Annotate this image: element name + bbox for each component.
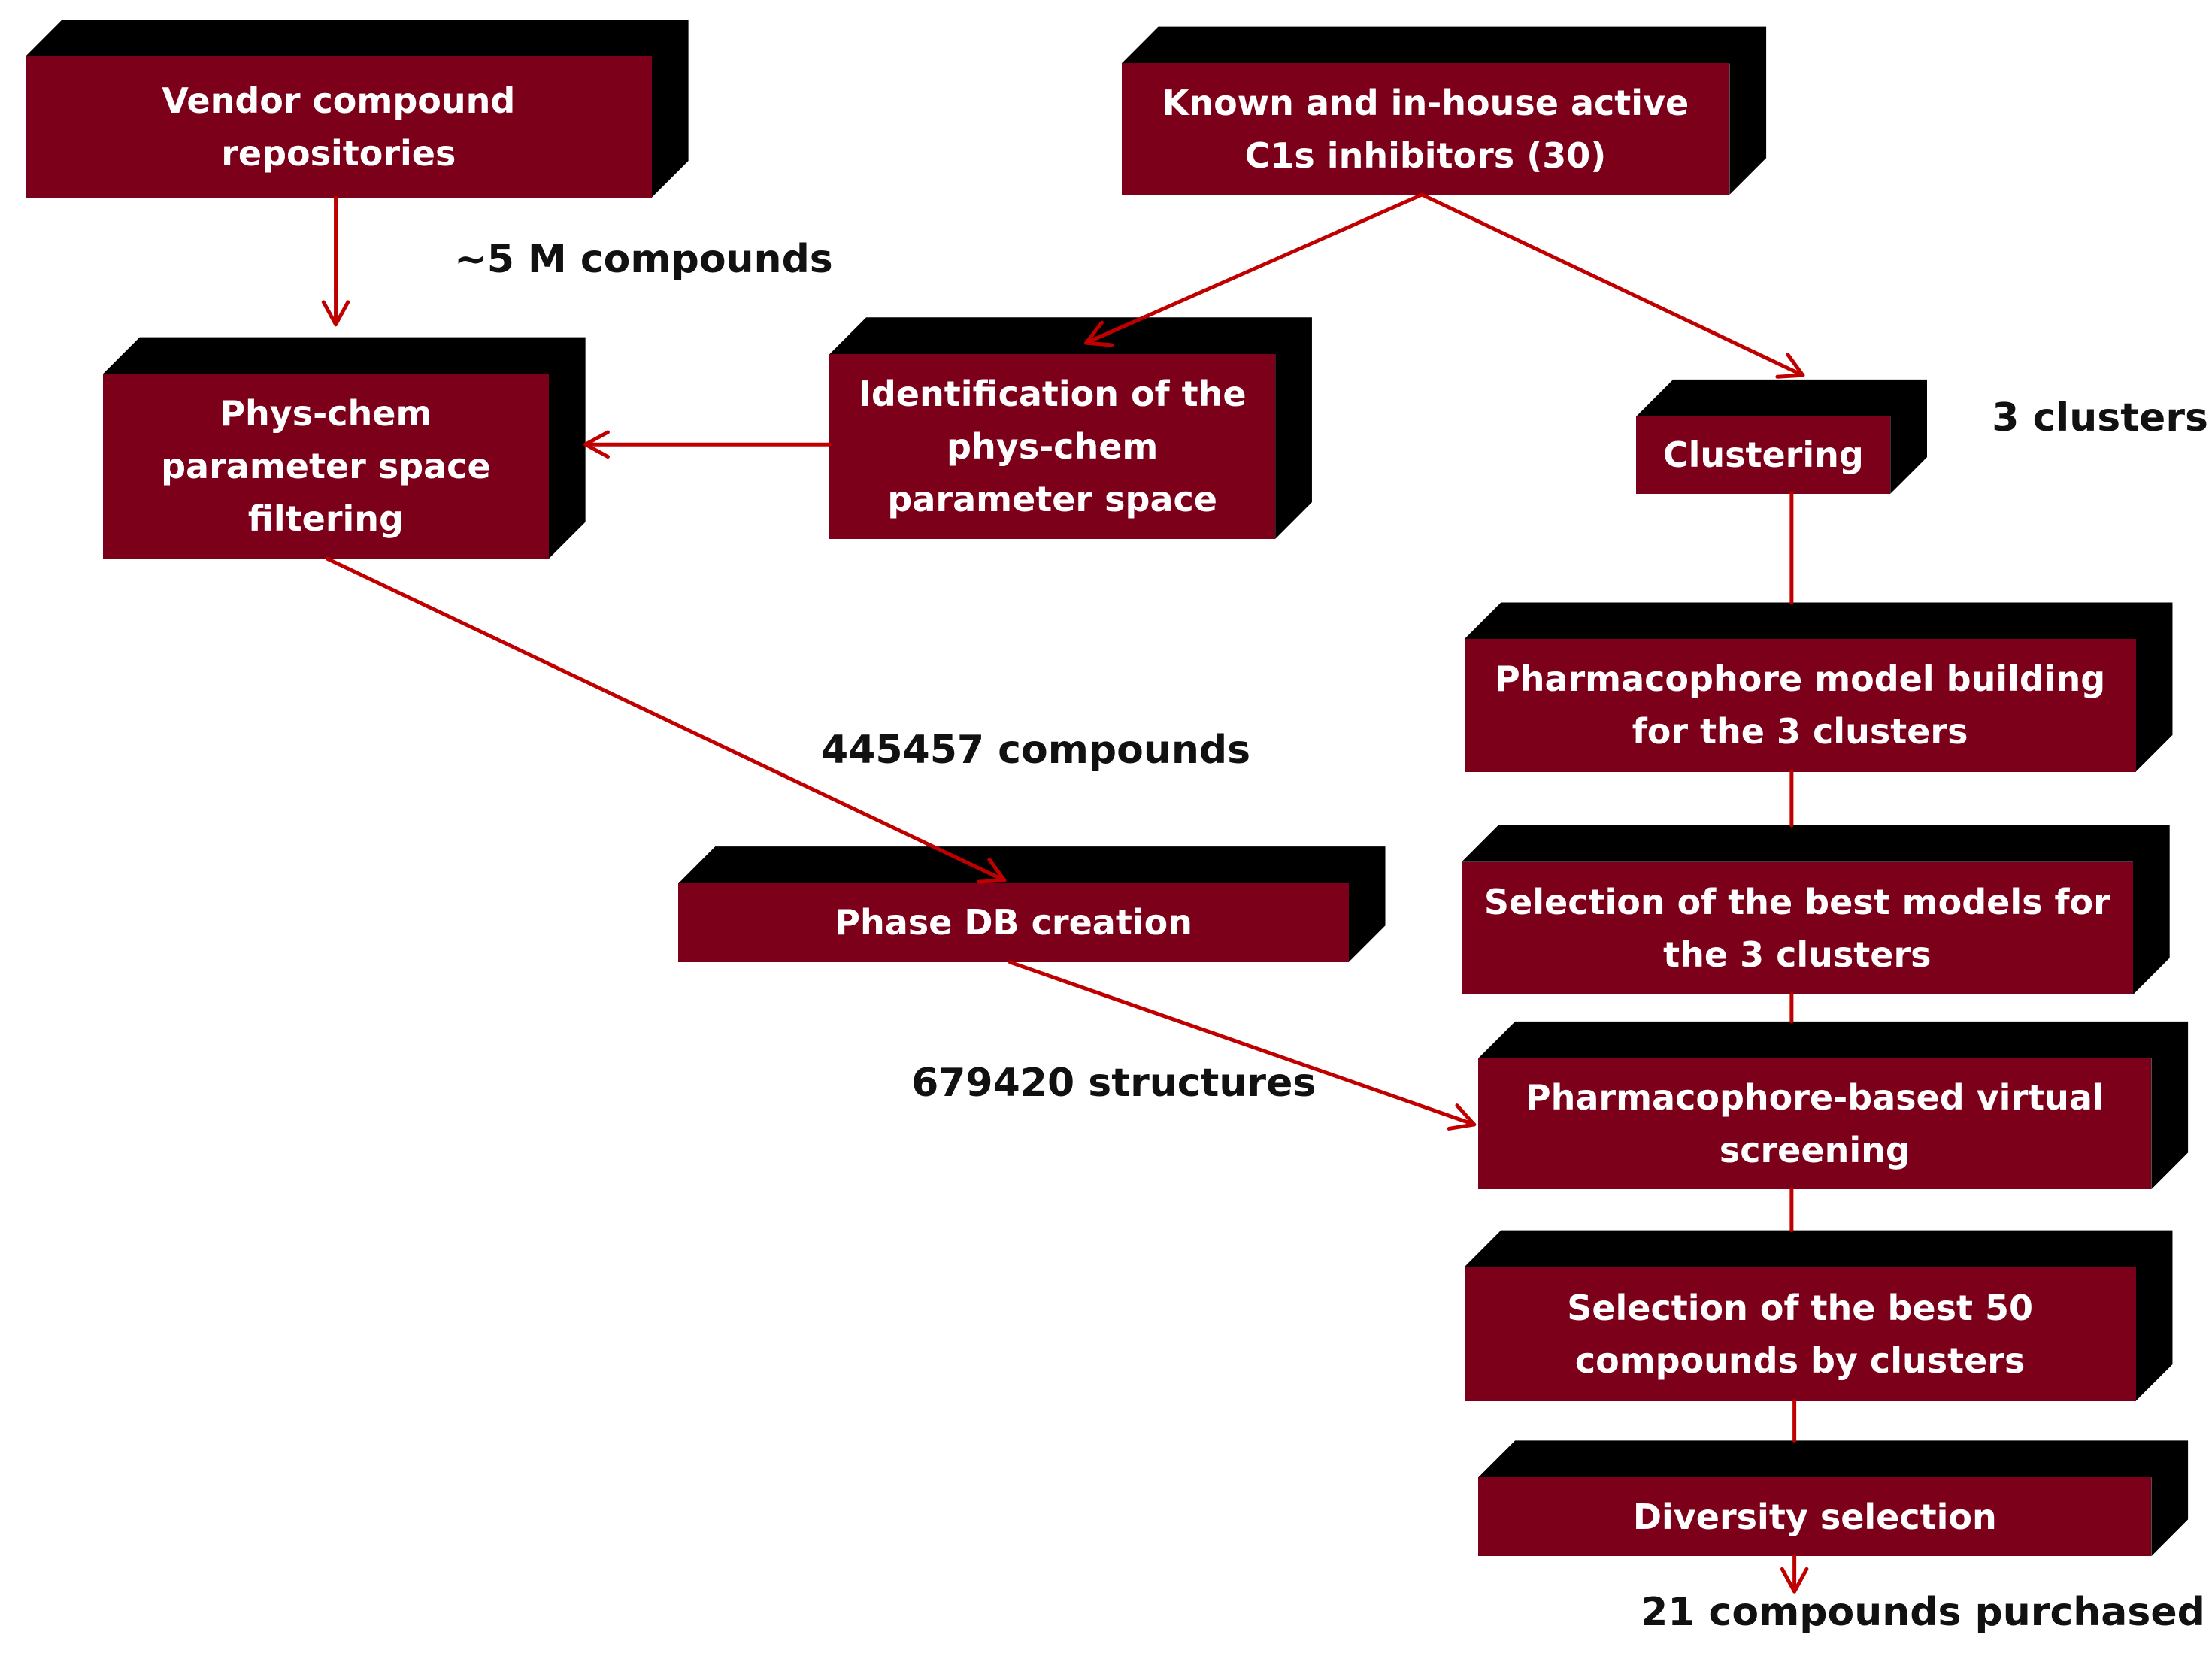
arrow-identification-to-filter (583, 430, 832, 459)
box-selection-best-models: Selection of the best models for the 3 c… (1461, 861, 2133, 995)
note-445457-compounds: 445457 compounds (820, 728, 1251, 773)
arrow-known-to-clustering (1420, 192, 1805, 379)
box-depth-phase-db (678, 846, 1386, 963)
arrow-filter-to-phase-db (325, 556, 1007, 884)
box-depth-pharma-build (1464, 602, 2173, 772)
box-depth-diversity (1478, 1440, 2189, 1557)
box-depth-known (1121, 26, 1767, 195)
box-pharmacophore-model-building: Pharmacophore model building for the 3 c… (1464, 639, 2136, 772)
box-depth-best-models (1461, 825, 2170, 995)
arrow-known-to-identification (1084, 192, 1424, 347)
arrow-diversity-to-purchased (1780, 1554, 1809, 1594)
box-phase-db-creation: Phase DB creation (678, 882, 1349, 963)
box-identification-physchem-space: Identification of the phys-chem paramete… (829, 354, 1276, 539)
arrow-phase-db-to-screening (1008, 960, 1477, 1131)
box-known-inhibitors: Known and in-house active C1s inhibitors… (1121, 63, 1730, 195)
box-virtual-screening: Pharmacophore-based virtual screening (1478, 1058, 2152, 1190)
box-depth-virtual-screening (1478, 1021, 2189, 1190)
box-depth-physchem-filter (102, 337, 586, 559)
box-clustering: Clustering (1636, 416, 1891, 494)
box-depth-vendor (25, 20, 689, 198)
box-vendor-compound-repositories: Vendor compound repositories (25, 56, 652, 198)
box-selection-best-50: Selection of the best 50 compounds by cl… (1464, 1267, 2136, 1401)
box-physchem-filtering: Phys-chem parameter space filtering (102, 374, 549, 559)
note-21-compounds-purchased: 21 compounds purchased (1641, 1590, 2205, 1636)
box-depth-clustering (1636, 379, 1927, 494)
arrow-vendor-to-filter (321, 195, 350, 327)
box-depth-identification (829, 317, 1312, 539)
note-679420-structures: 679420 structures (911, 1061, 1317, 1106)
box-diversity-selection: Diversity selection (1478, 1477, 2152, 1557)
box-depth-best50 (1464, 1230, 2173, 1401)
note-3-clusters: 3 clusters (1992, 395, 2208, 440)
note-5m-compounds: ~5 M compounds (454, 237, 833, 283)
